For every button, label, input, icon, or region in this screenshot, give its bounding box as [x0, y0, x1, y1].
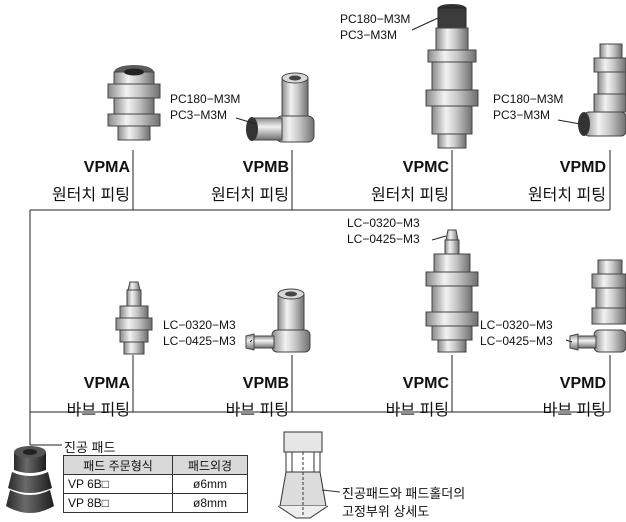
vpmc-one-touch-part-2: PC3−M3M — [340, 28, 397, 42]
vpma-barb-kind: 바브 피팅 — [30, 396, 130, 420]
vpmb-barb-kind: 바브 피팅 — [189, 396, 289, 420]
vpmd-barb-model: VPMD — [536, 375, 606, 393]
vpmc-one-touch-fitting-image — [426, 4, 478, 148]
vpmb-barb-model: VPMB — [219, 375, 289, 393]
pad-order-type-cell: VP 8B□ — [64, 494, 173, 513]
vpmd-barb-part-1: LC−0320−M3 — [480, 318, 553, 332]
vpmb-one-touch-part-1: PC180−M3M — [170, 92, 240, 106]
pad-table-header-row: 패드 주문형식 패드외경 — [64, 456, 248, 475]
vpmc-barb-part-2: LC−0425−M3 — [347, 232, 420, 246]
vpmd-barb-fitting-image — [570, 260, 626, 352]
vpmb-barb-part-2: LC−0425−M3 — [163, 334, 236, 348]
vpmb-one-touch-fitting-image — [246, 73, 314, 142]
vpmb-one-touch-model: VPMB — [219, 159, 289, 177]
vpmd-one-touch-part-2: PC3−M3M — [493, 108, 550, 122]
vpmd-one-touch-fitting-image — [578, 44, 626, 136]
vpmb-one-touch-kind: 원터치 피팅 — [189, 181, 289, 205]
vpma-barb-fitting-image — [116, 282, 152, 354]
pad-order-type-cell: VP 6B□ — [64, 475, 173, 494]
vpmc-one-touch-part-1: PC180−M3M — [340, 12, 410, 26]
detail-caption-line-2: 고정부위 상세도 — [342, 501, 429, 520]
vpmc-barb-model: VPMC — [379, 375, 449, 393]
vpmd-one-touch-kind: 원터치 피팅 — [506, 181, 606, 205]
vpmc-barb-part-1: LC−0320−M3 — [347, 216, 420, 230]
pad-table-header-outer-diameter: 패드외경 — [173, 456, 248, 475]
pad-holder-detail-image — [278, 432, 340, 518]
vpmb-barb-part-1: LC−0320−M3 — [163, 318, 236, 332]
pad-diameter-cell: ø6mm — [173, 475, 248, 494]
vpma-barb-model: VPMA — [60, 375, 130, 393]
pad-title: 진공 패드 — [64, 437, 115, 456]
vpmb-one-touch-part-2: PC3−M3M — [170, 108, 227, 122]
vpmc-one-touch-kind: 원터치 피팅 — [349, 181, 449, 205]
pad-diameter-cell: ø8mm — [173, 494, 248, 513]
vpma-one-touch-kind: 원터치 피팅 — [30, 181, 130, 205]
vpmd-one-touch-model: VPMD — [536, 159, 606, 177]
table-row: VP 8B□ ø8mm — [64, 494, 248, 513]
vpmc-barb-fitting-image — [426, 230, 478, 352]
pad-table-header-order-type: 패드 주문형식 — [64, 456, 173, 475]
table-row: VP 6B□ ø6mm — [64, 475, 248, 494]
vpmd-barb-kind: 바브 피팅 — [506, 396, 606, 420]
vpmd-one-touch-part-1: PC180−M3M — [493, 92, 563, 106]
vpma-one-touch-fitting-image — [108, 65, 160, 140]
vpmd-barb-part-2: LC−0425−M3 — [480, 334, 553, 348]
vpmb-barb-fitting-image — [246, 289, 310, 352]
vacuum-pad-image — [6, 445, 62, 513]
detail-caption-line-1: 진공패드와 패드홀더의 — [342, 483, 465, 502]
pad-table: 패드 주문형식 패드외경 VP 6B□ ø6mm VP 8B□ ø8mm — [63, 455, 248, 513]
vpma-one-touch-model: VPMA — [60, 159, 130, 177]
vpmc-barb-kind: 바브 피팅 — [349, 396, 449, 420]
vpmc-one-touch-model: VPMC — [379, 159, 449, 177]
